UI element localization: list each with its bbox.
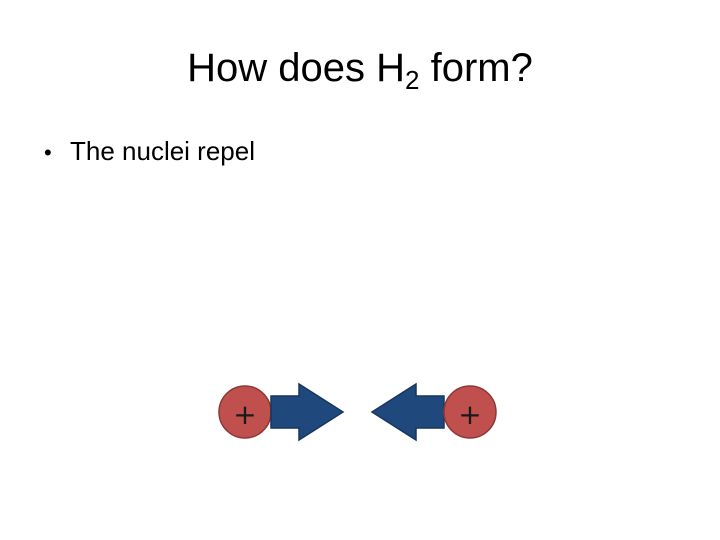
title-subscript: 2 bbox=[405, 65, 420, 95]
right-pointing-arrow bbox=[270, 382, 345, 442]
title-end-text: form? bbox=[419, 46, 533, 90]
right-nucleus-charge: + bbox=[458, 398, 481, 431]
left-nucleus: + bbox=[218, 385, 272, 439]
bullet-list: • The nuclei repel bbox=[44, 134, 255, 170]
left-pointing-arrow bbox=[370, 382, 445, 442]
left-nucleus-charge: + bbox=[233, 398, 256, 431]
bullet-dot-icon: • bbox=[44, 140, 52, 165]
slide-title: How does H2 form? bbox=[0, 44, 720, 95]
right-nucleus-circle bbox=[443, 385, 497, 439]
bullet-item: • The nuclei repel bbox=[44, 134, 255, 170]
right-nucleus: + bbox=[443, 385, 497, 439]
title-main-text: How does H bbox=[187, 46, 406, 90]
bullet-text: The nuclei repel bbox=[70, 136, 255, 166]
right-arrow-shape bbox=[270, 382, 345, 442]
left-arrow-shape bbox=[370, 382, 445, 442]
